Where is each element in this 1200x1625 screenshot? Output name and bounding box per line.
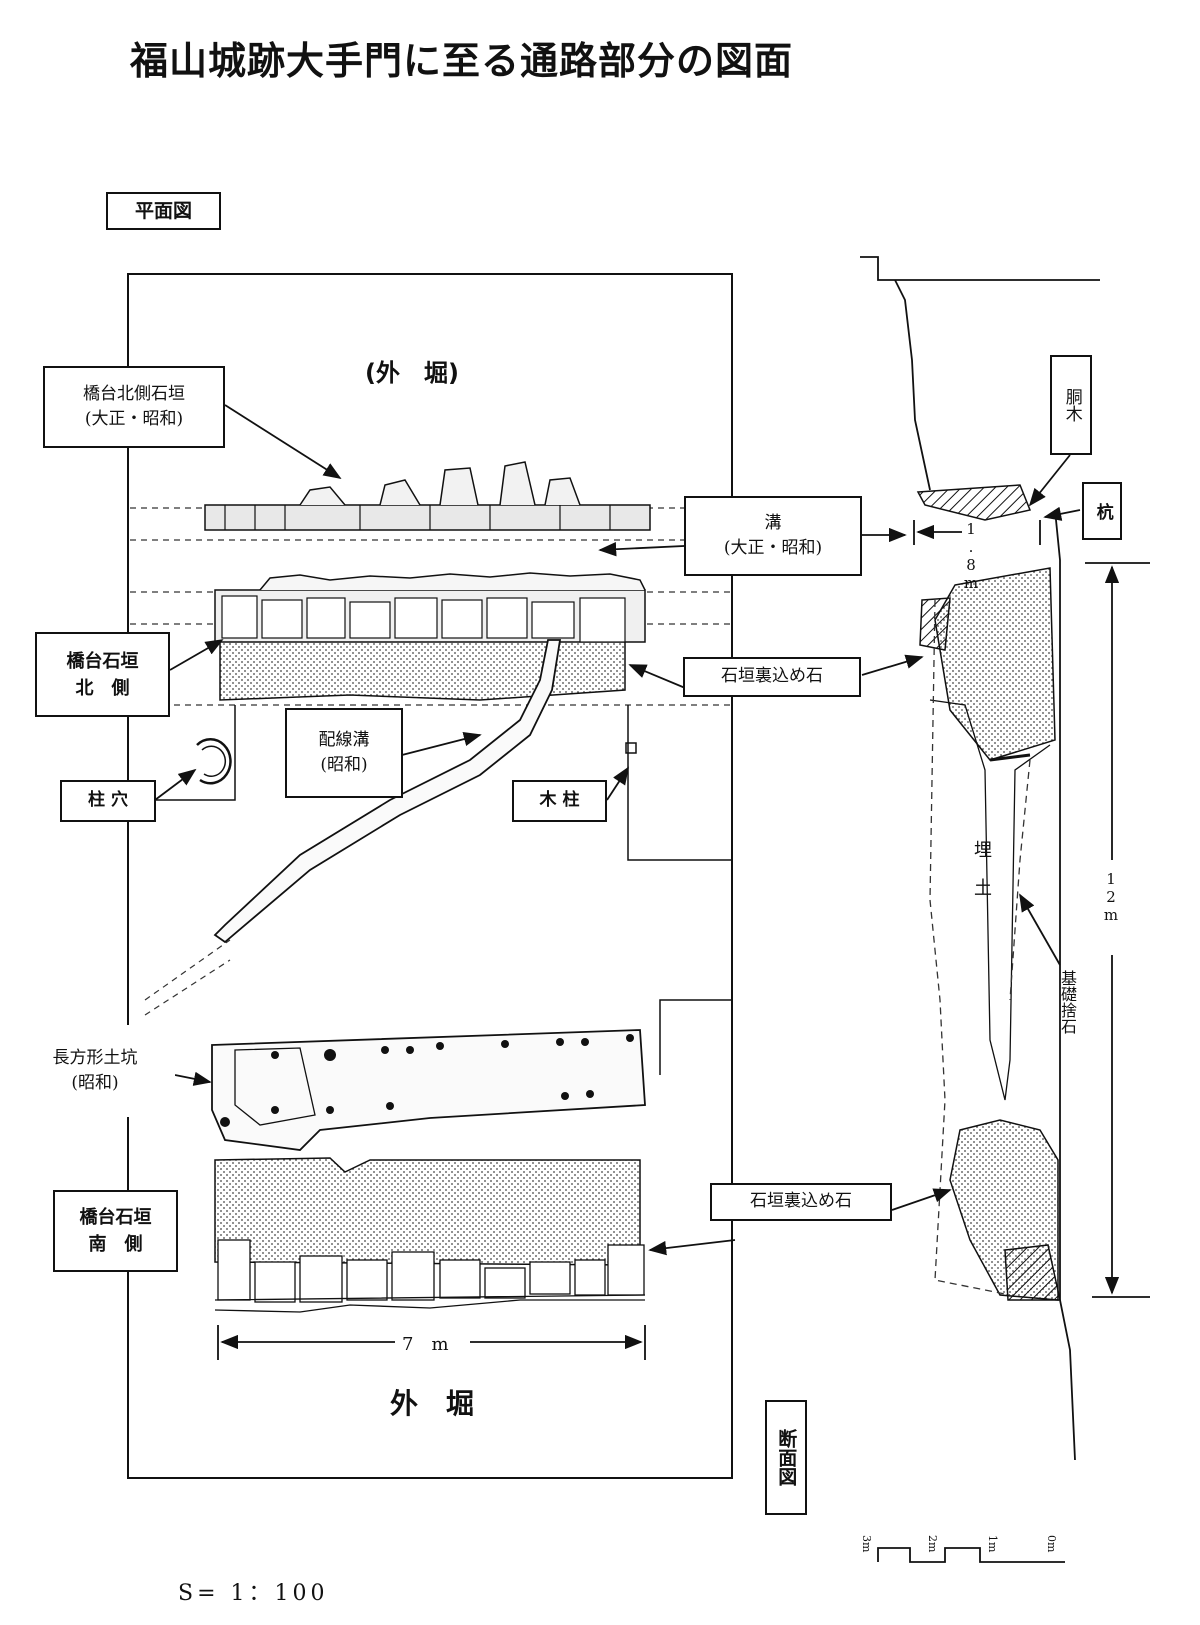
scale-tick-0m: 0m: [1045, 1535, 1058, 1553]
dimension-1-8m-label: 1.8m: [962, 520, 980, 592]
foundation-stone-label: 基礎捨石: [1058, 970, 1077, 1034]
callout-post-hole: 柱 穴: [60, 780, 156, 822]
callout-backfill-stone-1: 石垣裏込め石: [683, 657, 861, 697]
section-fill-soil-outline: [929, 699, 1051, 1101]
outer-moat-top-label: (外 堀): [365, 359, 459, 387]
callout-wiring-ditch: 配線溝 (昭和): [285, 708, 403, 798]
scale-tick-3m: 3m: [860, 1535, 873, 1553]
section-hatched-block-upper: [919, 597, 951, 651]
post-hole: [196, 738, 232, 785]
fill-soil-label: 埋土: [971, 840, 992, 916]
wiring-ditch: [213, 639, 562, 944]
outer-moat-bottom-label: 外 堀: [390, 1387, 475, 1420]
section-view-label: 断面図: [765, 1400, 807, 1515]
north-taisho-stone-wall: [204, 461, 651, 531]
page-title: 福山城跡大手門に至る通路部分の図面: [130, 39, 794, 83]
section-top-hatched-stone: [916, 484, 1032, 521]
section-dashed-boundary: [929, 599, 1031, 1296]
callout-ditch: 溝 (大正・昭和): [684, 496, 862, 576]
scale-tick-2m: 2m: [926, 1535, 939, 1553]
rectangular-pit: [211, 1029, 646, 1151]
callout-abutment-north: 橋台石垣 北 側: [35, 632, 170, 717]
section-backfill-upper: [934, 567, 1056, 761]
section-leader-arrows: [861, 454, 1081, 1211]
callout-north-wall-taisho: 橋台北側石垣 (大正・昭和): [43, 366, 225, 448]
section-scale-bar: [877, 1547, 1065, 1563]
callout-rect-pit: 長方形土坑 (昭和): [15, 1025, 175, 1117]
dimension-12m: [1085, 562, 1150, 1298]
dimension-7m: [217, 1325, 646, 1360]
dimension-7m-label: 7 m: [402, 1334, 449, 1355]
section-hatched-block-lower: [1004, 1244, 1061, 1301]
plan-frame: [127, 273, 733, 1479]
scale-text: S= 1：100: [178, 1581, 329, 1606]
scale-tick-1m: 1m: [986, 1535, 999, 1553]
plan-view-label: 平面図: [106, 192, 221, 230]
dimension-12m-label: 12m: [1102, 870, 1120, 924]
wooden-post: [625, 742, 637, 754]
callout-backfill-stone-2: 石垣裏込め石: [710, 1183, 892, 1221]
south-abutment-stone-wall: [214, 1157, 646, 1313]
dimension-1-8m: [913, 520, 1041, 545]
callout-abutment-south: 橋台石垣 南 側: [53, 1190, 178, 1272]
callout-wooden-post: 木 柱: [512, 780, 607, 822]
north-abutment-stone-wall: [214, 572, 646, 701]
callout-stake: 杭: [1082, 482, 1122, 540]
callout-dowel: 胴木: [1050, 355, 1092, 455]
